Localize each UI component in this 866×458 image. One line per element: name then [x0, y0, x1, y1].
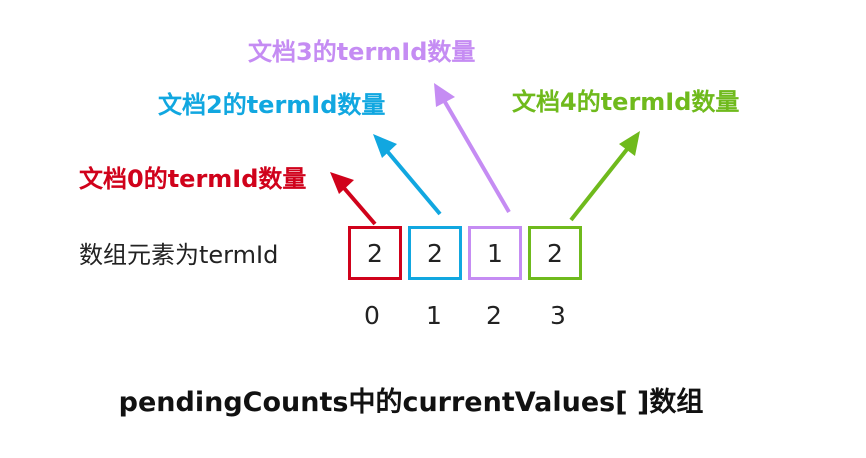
array-cell-0: 2 [348, 226, 402, 280]
label-doc3: 文档3的termId数量 [248, 38, 476, 66]
arrow-doc3 [434, 83, 511, 214]
array-cell-2: 1 [468, 226, 522, 280]
array-cell-1: 2 [408, 226, 462, 280]
row-label: 数组元素为termId [79, 241, 279, 269]
array-index-1: 1 [426, 301, 442, 330]
diagram-caption: pendingCounts中的currentValues[ ]数组 [118, 387, 704, 418]
arrow-doc4 [569, 131, 640, 222]
label-doc2: 文档2的termId数量 [158, 91, 386, 119]
label-doc4: 文档4的termId数量 [512, 88, 740, 116]
arrow-doc2 [373, 134, 442, 216]
array-index-3: 3 [550, 301, 566, 330]
array-cell-3: 2 [528, 226, 582, 280]
arrow-doc0 [330, 172, 377, 226]
array-index-2: 2 [486, 301, 502, 330]
array-index-0: 0 [364, 301, 380, 330]
label-doc0: 文档0的termId数量 [79, 165, 307, 193]
